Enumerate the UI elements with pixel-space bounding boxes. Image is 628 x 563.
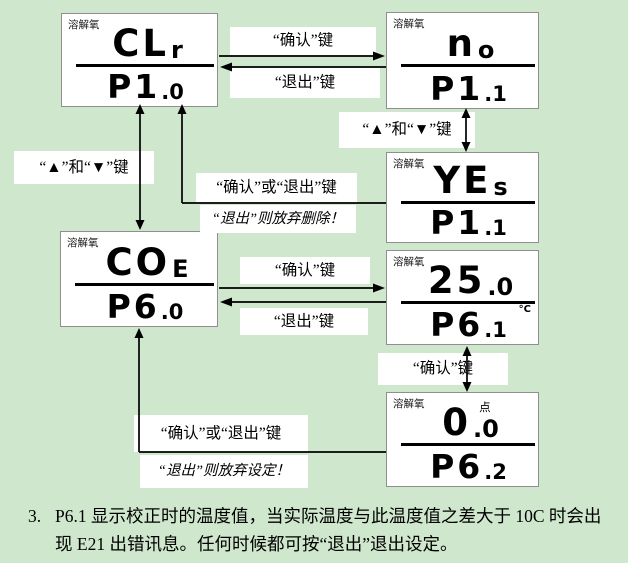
lcd-brand-label: 溶解氧 [393, 399, 425, 410]
lcd-lower-small: .2 [484, 460, 507, 485]
lcd-divider-bar [75, 282, 214, 286]
arrow-confirm-mid-right [219, 283, 385, 293]
lcd-upper-small: s [493, 173, 508, 202]
lcd-brand-label: 溶解氧 [67, 238, 99, 249]
lcd-lower-small: .1 [484, 216, 507, 241]
lcd-lower-small: .0 [161, 80, 184, 105]
lcd-divider-bar [401, 64, 535, 68]
note-exit-discards-delete: “退出”则放弃删除！ [200, 205, 356, 233]
lcd-divider-bar [76, 63, 214, 67]
celsius-unit-label: °C [518, 304, 531, 315]
lcd-divider-bar [401, 201, 535, 205]
note-index: 3. [28, 506, 42, 526]
lcd-lower-main: P6 [430, 305, 484, 345]
label-up-down-keys-right: “▲”和“▼”键 [339, 112, 475, 148]
note-paragraph: 3. P6.1 显示校正时的温度值，当实际温度与此温度值之差大于 10C 时会出… [28, 502, 606, 558]
lcd-divider-bar [401, 443, 535, 447]
lcd-lower-small: .1 [484, 318, 507, 343]
lcd-screen-p6-2-zero-point: 溶解氧 点 0.0 P6.2 [386, 392, 539, 487]
lcd-lower-reading: P6.2 [395, 447, 532, 483]
label-confirm-or-exit-key-mid: “确认”或“退出”键 [196, 173, 357, 203]
lcd-divider-bar [401, 301, 535, 305]
label-confirm-key-top: “确认”键 [230, 27, 376, 55]
lcd-upper-main: CO [105, 240, 171, 284]
lcd-upper-main: 0 [442, 401, 471, 445]
lcd-lower-main: P6 [106, 287, 160, 327]
lcd-upper-small: E [172, 254, 189, 283]
lcd-lower-main: P1 [107, 67, 161, 107]
lcd-upper-main: YE [433, 159, 492, 203]
label-exit-key-mid: “退出”键 [240, 308, 368, 335]
lcd-upper-small: .0 [487, 273, 514, 302]
lcd-brand-label: 溶解氧 [393, 19, 425, 30]
label-confirm-or-exit-key-bottom: “确认”或“退出”键 [134, 415, 308, 452]
point-badge-label: 点 [479, 401, 491, 414]
lcd-upper-main: n [446, 22, 476, 66]
lcd-lower-reading: P1.1 [395, 68, 532, 105]
label-confirm-key-right: “确认”键 [378, 353, 508, 385]
arrow-exit-mid-left [220, 297, 386, 307]
lcd-upper-main: CL [112, 21, 169, 65]
lcd-lower-reading: P6.0 [69, 287, 211, 327]
lcd-upper-small: r [170, 35, 183, 64]
lcd-upper-small: .0 [472, 415, 499, 444]
lcd-brand-label: 溶解氧 [393, 159, 425, 170]
lcd-lower-main: P1 [430, 203, 484, 243]
label-confirm-key-mid: “确认”键 [240, 257, 370, 284]
label-exit-key-top: “退出”键 [230, 68, 380, 98]
lcd-lower-small: .1 [484, 82, 507, 107]
lcd-upper-small: o [477, 36, 495, 65]
lcd-lower-reading: P6.1 [395, 305, 532, 341]
note-text: P6.1 显示校正时的温度值，当实际温度与此温度值之差大于 10C 时会出现 E… [55, 506, 602, 554]
lcd-lower-reading: P1.1 [395, 203, 532, 243]
label-up-down-keys-left: “▲”和“▼”键 [14, 151, 154, 184]
lcd-lower-small: .0 [160, 300, 184, 325]
lcd-lower-main: P6 [430, 447, 484, 487]
lcd-upper-reading: 25.0 [395, 256, 532, 299]
lcd-upper-main: 25 [427, 259, 486, 303]
lcd-lower-main: P1 [430, 69, 484, 109]
lcd-brand-label: 溶解氧 [68, 20, 100, 31]
lcd-brand-label: 溶解氧 [393, 257, 425, 268]
lcd-lower-reading: P1.0 [70, 67, 211, 103]
lcd-upper-reading: 0.0 [395, 398, 532, 441]
lcd-screen-p6-1-temperature: 溶解氧 25.0 °C P6.1 [386, 250, 539, 345]
note-exit-discards-setting: “退出”则放弃设定！ [140, 455, 308, 488]
